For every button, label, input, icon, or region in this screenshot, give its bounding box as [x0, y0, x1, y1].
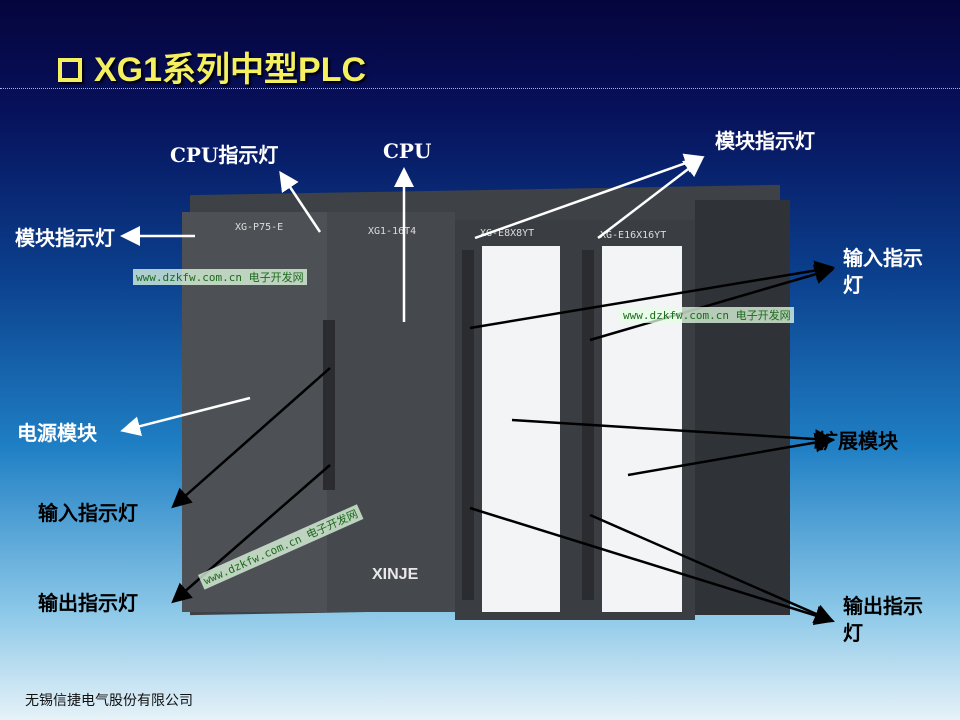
- cpu-module-label: XG1-16T4: [368, 226, 417, 237]
- exp1-module-label: XG-E8X8YT: [480, 228, 535, 239]
- slide-title: XG1系列中型PLC: [58, 42, 366, 91]
- watermark: www.dzkfw.com.cn 电子开发网: [620, 307, 794, 323]
- label-module-indicator-left: 模块指示灯: [15, 226, 115, 250]
- label-output-indicator-left: 输出指示灯: [38, 591, 138, 615]
- expansion-module-3: [695, 200, 790, 615]
- checkbox-bullet-icon: [58, 58, 82, 82]
- arrow: [474, 153, 705, 240]
- label-input-indicator-right: 输入指示灯: [843, 246, 923, 297]
- watermark: www.dzkfw.com.cn 电子开发网: [133, 269, 307, 285]
- arrow: [589, 264, 835, 342]
- label-output-indicator-right: 输出指示灯: [843, 594, 923, 645]
- io-led-strip: [462, 250, 474, 600]
- label-expansion-module: 扩展模块: [818, 429, 898, 453]
- exp2-module-label: XG-E16X16YT: [600, 230, 667, 241]
- label-power-module: 电源模块: [17, 421, 97, 445]
- arrow: [469, 260, 835, 330]
- arrow: [120, 396, 251, 436]
- arrow: [589, 513, 835, 624]
- io-led-strip: [323, 320, 335, 490]
- label-cpu-indicator: CPU指示灯: [170, 143, 279, 167]
- label-cpu: CPU: [383, 139, 432, 163]
- label-module-indicator-top: 模块指示灯: [715, 129, 815, 153]
- arrow: [627, 432, 835, 477]
- power-module-label: XG-P75-E: [235, 222, 284, 233]
- footer-company: 无锡信捷电气股份有限公司: [25, 693, 193, 709]
- title-text: XG1系列中型PLC: [94, 51, 367, 89]
- arrow: [597, 156, 704, 239]
- brand-logo: XINJE: [372, 566, 419, 583]
- label-input-indicator-left: 输入指示灯: [38, 501, 138, 525]
- arrow: [171, 367, 331, 509]
- arrow: [279, 170, 322, 233]
- title-divider: [0, 88, 960, 89]
- label-window-1: [482, 246, 560, 612]
- arrow: [511, 418, 835, 450]
- cpu-module: [327, 212, 455, 612]
- arrow: [469, 506, 835, 626]
